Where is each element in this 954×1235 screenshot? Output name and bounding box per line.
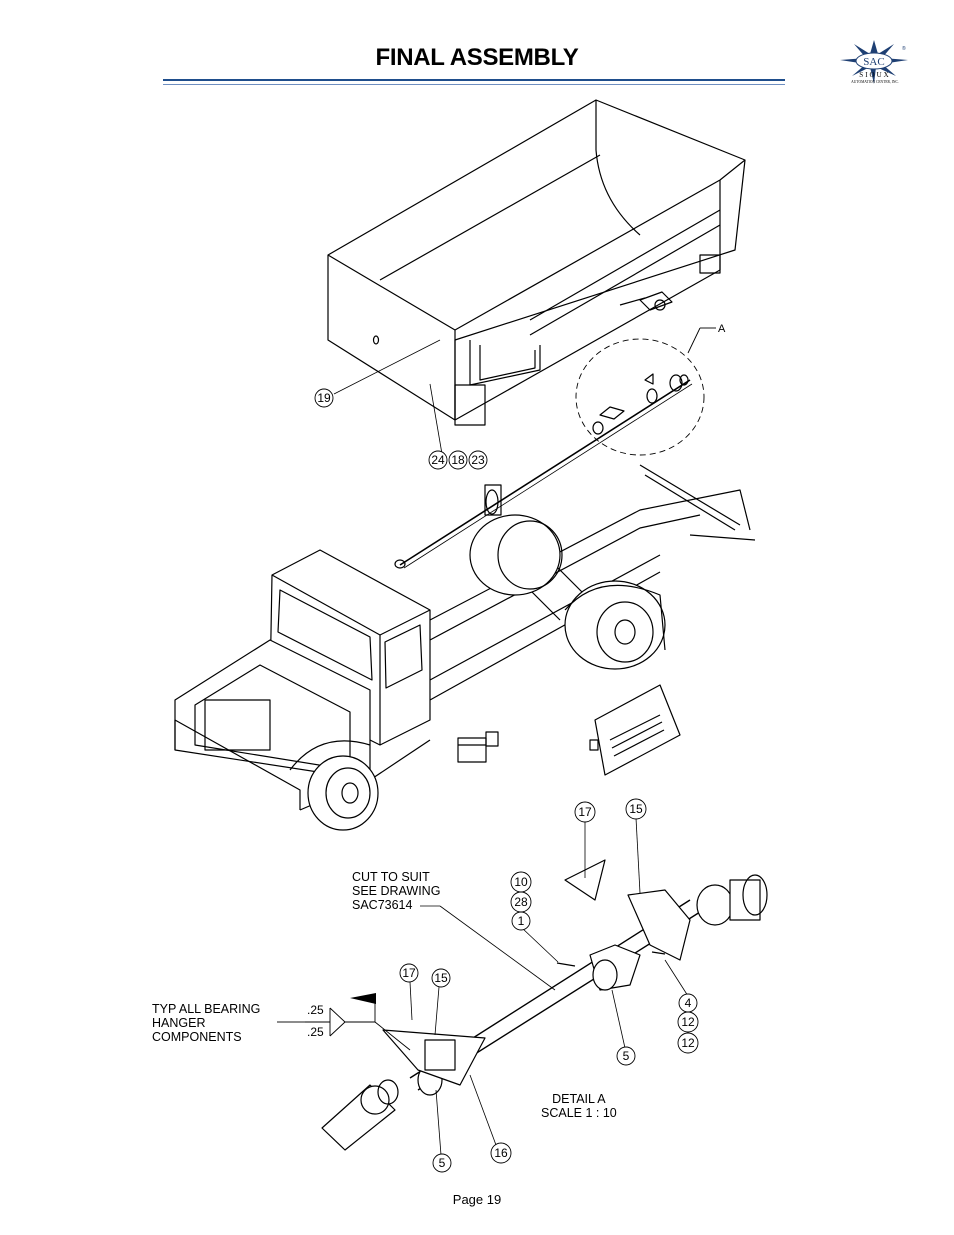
page-number: Page 19 — [452, 1192, 502, 1207]
svg-text:24: 24 — [431, 453, 445, 467]
logo-mark: SAC — [863, 56, 884, 68]
svg-text:15: 15 — [629, 802, 643, 816]
balloon-18: 18 — [448, 450, 468, 470]
svg-text:23: 23 — [471, 453, 485, 467]
rear-wheels — [469, 514, 666, 670]
balloon-10: 10 — [510, 871, 532, 893]
page-title: FINAL ASSEMBLY — [375, 44, 579, 71]
upper-driveshaft — [394, 373, 693, 569]
svg-text:12: 12 — [681, 1015, 695, 1029]
svg-text:5: 5 — [623, 1049, 630, 1063]
balloon-5-right: 5 — [616, 1046, 636, 1066]
sac-logo: SAC ® — [840, 40, 908, 84]
svg-text:5: 5 — [439, 1156, 446, 1170]
svg-text:17: 17 — [578, 805, 592, 819]
balloon-17-top: 17 — [574, 801, 596, 823]
dump-body — [327, 99, 746, 426]
leader-lines — [333, 339, 689, 1156]
detail-a-label: A — [718, 323, 726, 335]
svg-text:19: 19 — [317, 391, 331, 405]
svg-text:4: 4 — [685, 996, 692, 1010]
bearing-hanger-note: TYP ALL BEARING HANGER COMPONENTS — [152, 1002, 261, 1044]
svg-text:10: 10 — [514, 875, 528, 889]
svg-text:15: 15 — [434, 971, 448, 985]
detail-scale-note: DETAIL A SCALE 1 : 10 — [541, 1092, 617, 1120]
balloon-15-bottom: 15 — [431, 968, 451, 988]
weld-size-top: .25 — [307, 1003, 324, 1017]
mud-flap — [589, 684, 681, 776]
front-wheel — [307, 755, 379, 831]
svg-text:17: 17 — [402, 966, 416, 980]
balloon-12-b: 12 — [677, 1032, 699, 1054]
balloon-23: 23 — [468, 450, 488, 470]
balloon-5-left: 5 — [432, 1153, 452, 1173]
balloon-28: 28 — [510, 891, 532, 913]
weld-symbol — [277, 995, 411, 1051]
lower-driveshaft — [321, 874, 768, 1151]
balloon-16: 16 — [490, 1142, 512, 1164]
item-balloons: 19 24 18 23 17 15 10 28 1 17 15 4 12 12 … — [314, 388, 699, 1173]
balloon-15-top: 15 — [625, 798, 647, 820]
cut-to-suit-note: CUT TO SUIT SEE DRAWING SAC73614 — [352, 870, 441, 912]
balloon-12-a: 12 — [677, 1011, 699, 1033]
svg-text:12: 12 — [681, 1036, 695, 1050]
weld-size-bottom: .25 — [307, 1025, 324, 1039]
truck-cab — [174, 549, 431, 811]
svg-text:28: 28 — [514, 895, 528, 909]
registered-mark: ® — [902, 45, 906, 52]
svg-text:1: 1 — [518, 914, 525, 928]
balloon-19: 19 — [314, 388, 334, 408]
detail-a-callout — [575, 327, 716, 456]
logo-name: SIOUX — [859, 71, 891, 79]
title-rule — [163, 79, 785, 85]
svg-text:18: 18 — [451, 453, 465, 467]
weld-flag-icon — [350, 993, 376, 1004]
control-box — [457, 731, 499, 763]
balloon-17-bottom: 17 — [399, 963, 419, 983]
logo-subtitle: AUTOMATION CENTER, INC. — [851, 80, 899, 84]
svg-text:16: 16 — [494, 1146, 508, 1160]
balloon-24: 24 — [428, 450, 448, 470]
balloon-4: 4 — [678, 993, 698, 1013]
balloon-1: 1 — [511, 911, 531, 931]
